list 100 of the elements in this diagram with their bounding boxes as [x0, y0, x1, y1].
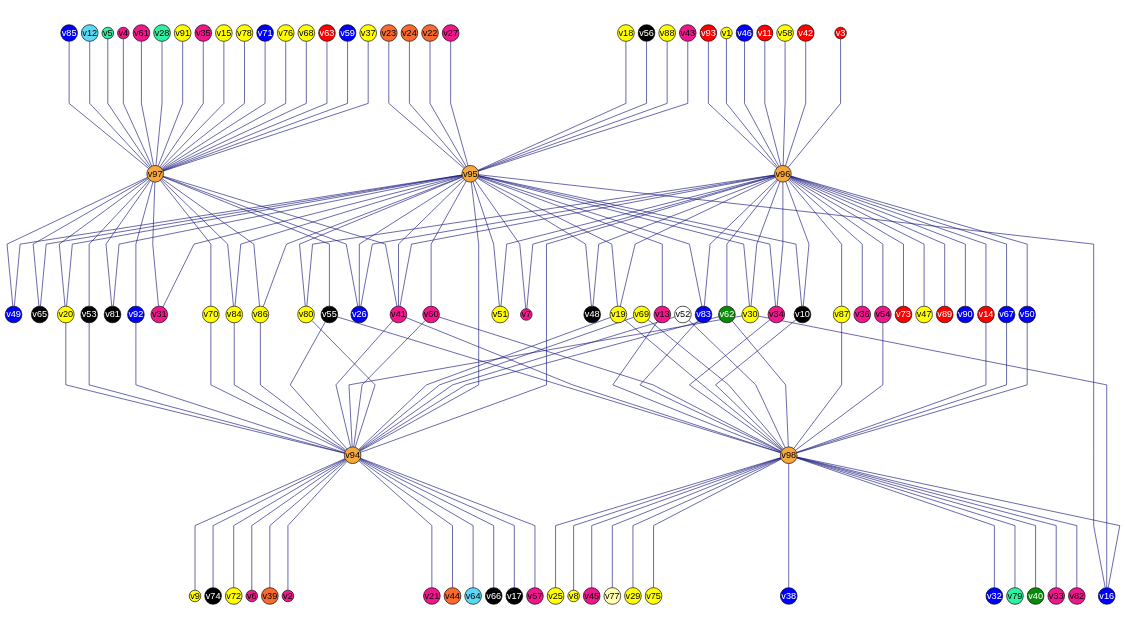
connector: [162, 175, 398, 307]
connector: [32, 177, 149, 307]
connector: [251, 459, 347, 591]
connector: [359, 459, 453, 588]
node-circle: v3: [834, 26, 847, 40]
node-circle: v15: [215, 24, 233, 42]
node-circle: v20: [57, 305, 75, 324]
node-circle: v16: [1098, 587, 1116, 605]
connector: [789, 177, 904, 307]
node-circle: v32: [985, 587, 1004, 605]
connector: [360, 175, 776, 453]
node-circle: v2: [281, 589, 295, 603]
node-circle: v47: [915, 305, 933, 324]
node-circle: v55: [320, 305, 339, 324]
node-circle: v65: [31, 305, 49, 324]
node-circle: v60: [422, 305, 440, 324]
node-circle: v50: [1018, 305, 1036, 324]
connector: [210, 322, 346, 452]
connector: [269, 460, 347, 588]
node-circle: v72: [225, 587, 243, 605]
node-circle: v18: [617, 24, 635, 42]
node-circle: v80: [297, 305, 315, 324]
connector: [789, 178, 884, 307]
connector: [105, 180, 151, 307]
node-circle: v78: [235, 24, 254, 42]
node-circle: v82: [1068, 587, 1086, 605]
node-circle: v81: [103, 305, 122, 324]
node-circle: v23: [380, 24, 398, 42]
connector: [764, 40, 782, 166]
connector: [287, 461, 348, 591]
node-circle: v28: [153, 24, 171, 42]
node-circle: v64: [464, 587, 482, 605]
connector: [708, 41, 778, 169]
connector: [260, 322, 347, 451]
connector: [398, 179, 465, 307]
connector: [731, 320, 789, 448]
node-circle: v83: [694, 305, 713, 324]
connector: [152, 181, 159, 307]
node-circle: v71: [256, 24, 274, 42]
node-circle: v54: [874, 305, 892, 324]
node-circle: v46: [735, 24, 754, 42]
node-circle: v7: [520, 308, 533, 321]
connector: [592, 176, 776, 307]
connector: [161, 178, 260, 307]
node-circle: v84: [225, 305, 243, 324]
node-circle: v61: [132, 24, 151, 42]
node-circle: v53: [80, 305, 98, 324]
connector: [726, 38, 778, 168]
node-circle: v29: [624, 587, 642, 605]
connector: [299, 176, 463, 307]
node-circle: v93: [699, 24, 718, 42]
node-circle: v44: [443, 587, 462, 605]
connector: [782, 41, 786, 166]
node-circle: v51: [491, 305, 509, 324]
connector: [289, 321, 348, 450]
node-circle: v41: [389, 305, 408, 324]
connector: [703, 179, 778, 307]
node-circle: v45: [583, 587, 601, 605]
connector: [409, 41, 466, 168]
connector: [58, 178, 149, 307]
node-circle: v10: [793, 305, 812, 324]
node-circle: v26: [350, 305, 368, 324]
node-circle: v98: [780, 446, 798, 464]
node-circle: v39: [261, 587, 279, 605]
node-circle: v42: [797, 24, 815, 42]
node-circle: v37: [359, 24, 377, 42]
node-circle: v87: [832, 305, 851, 324]
connector: [758, 315, 1108, 588]
node-circle: v77: [603, 587, 621, 605]
connector: [715, 319, 797, 450]
node-circle: v63: [318, 24, 336, 42]
node-circle: v31: [150, 305, 168, 324]
node-circle: v57: [526, 587, 544, 605]
connector: [359, 181, 480, 452]
node-circle: v75: [644, 587, 663, 605]
node-circle: v52: [674, 305, 692, 324]
node-circle: v70: [202, 305, 220, 324]
connector: [430, 180, 467, 307]
connector: [311, 320, 376, 448]
connector: [160, 180, 212, 307]
connector: [233, 322, 346, 452]
node-circle: v59: [338, 24, 357, 42]
connector: [233, 459, 346, 588]
node-circle: v12: [81, 24, 99, 42]
node-circle: v89: [936, 305, 954, 324]
connector: [161, 41, 266, 170]
node-circle: v62: [718, 305, 736, 324]
node-circle: v43: [679, 24, 697, 42]
connector: [477, 176, 663, 307]
connector: [123, 38, 153, 167]
connector: [337, 316, 782, 454]
node-circle: v6: [245, 589, 258, 603]
connector: [88, 179, 150, 307]
node-circle: v90: [956, 305, 974, 324]
connector: [787, 179, 842, 307]
node-circle: v27: [441, 24, 460, 42]
node-circle: v24: [400, 24, 419, 42]
node-circle: v86: [251, 305, 269, 324]
node-circle: v19: [609, 305, 627, 324]
connector: [785, 181, 810, 307]
